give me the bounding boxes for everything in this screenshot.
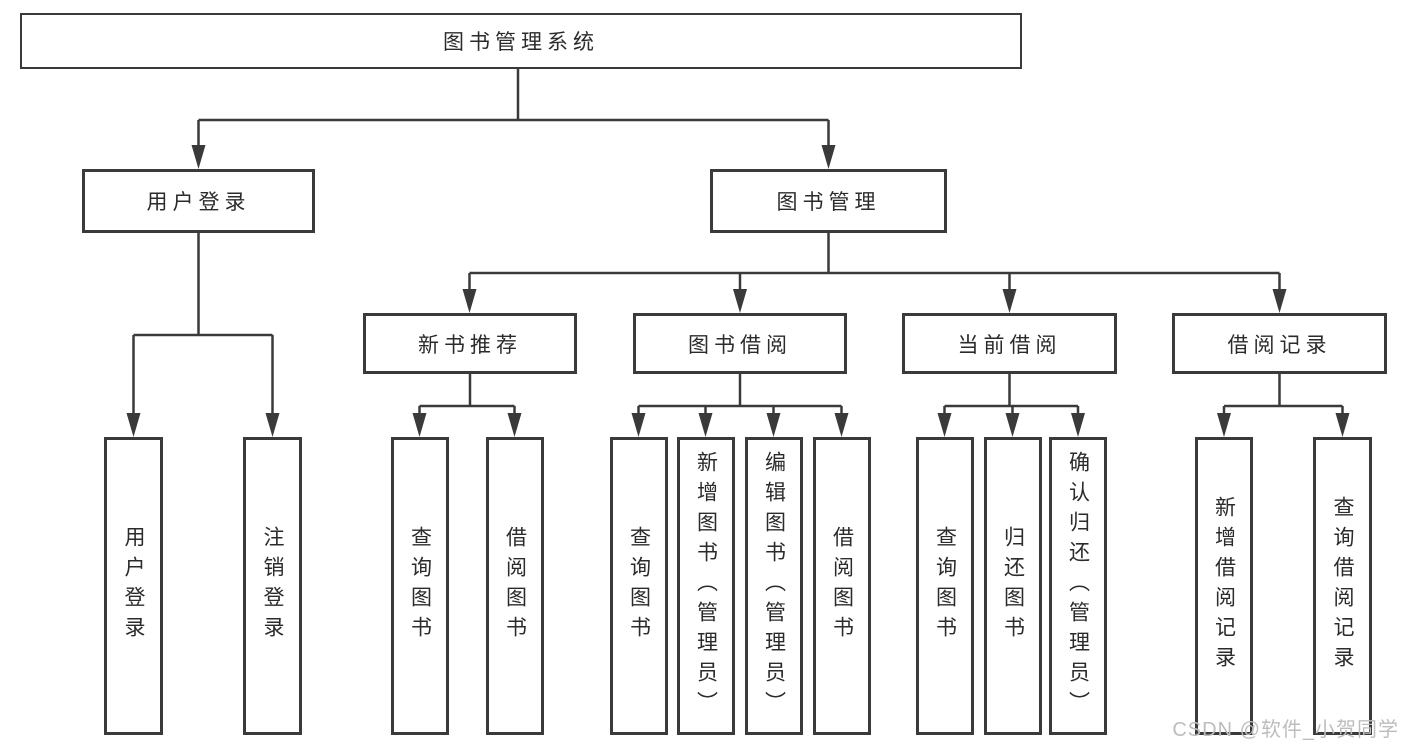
arrowhead: [507, 413, 522, 437]
leaf-query-books-2: 查询图书: [610, 437, 668, 735]
leaf-borrow-books-1: 借阅图书: [486, 437, 544, 735]
arrowhead: [766, 413, 781, 437]
arrowhead: [698, 413, 713, 437]
arrowhead: [1071, 413, 1085, 437]
leaf-return-books: 归还图书: [984, 437, 1042, 735]
csdn-watermark: CSDN @软件_小贺同学: [1172, 719, 1399, 741]
leaf-add-borrow-record: 新增借阅记录: [1195, 437, 1253, 735]
arrowhead: [265, 413, 280, 437]
arrowhead: [821, 145, 836, 169]
leaf-user-login: 用户登录: [104, 437, 163, 735]
node-book-management: 图书管理: [710, 169, 947, 233]
arrowhead: [462, 289, 477, 313]
arrowhead: [1272, 289, 1287, 313]
node-new-book-recommend: 新书推荐: [363, 313, 577, 374]
arrowhead: [631, 413, 646, 437]
leaf-add-book-admin: 新增图书（管理员）: [677, 437, 735, 735]
leaf-query-books-3: 查询图书: [916, 437, 974, 735]
node-book-borrowing: 图书借阅: [633, 313, 847, 374]
leaf-query-borrow-record: 查询借阅记录: [1313, 437, 1372, 735]
arrowheads: [126, 145, 1350, 437]
arrowhead: [1002, 289, 1017, 313]
leaf-query-books-1: 查询图书: [391, 437, 449, 735]
arrowhead: [126, 413, 141, 437]
leaf-edit-book-admin: 编辑图书（管理员）: [745, 437, 803, 735]
node-borrowing-records: 借阅记录: [1172, 313, 1387, 374]
arrowhead: [937, 413, 952, 437]
node-current-borrowing: 当前借阅: [902, 313, 1117, 374]
leaf-confirm-return-admin: 确认归还（管理员）: [1049, 437, 1107, 735]
connector-stems: [132, 69, 1344, 418]
arrowhead: [1005, 413, 1020, 437]
node-library-management-system: 图书管理系统: [20, 13, 1022, 69]
node-user-login: 用户登录: [82, 169, 315, 233]
arrowhead: [834, 413, 849, 437]
leaf-borrow-books-2: 借阅图书: [813, 437, 871, 735]
arrowhead: [1335, 413, 1350, 437]
arrowhead: [412, 413, 427, 437]
arrowhead: [1217, 413, 1231, 437]
arrowhead: [733, 289, 747, 313]
arrowhead: [191, 145, 206, 169]
leaf-logout: 注销登录: [243, 437, 302, 735]
